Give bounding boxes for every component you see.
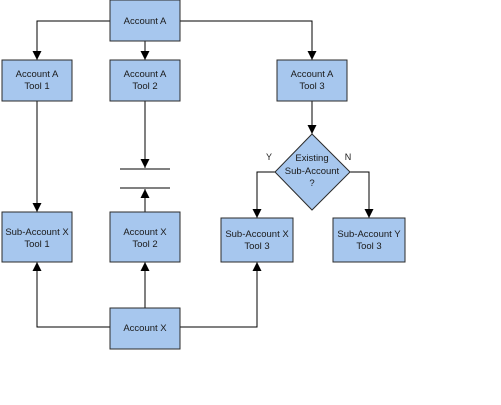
- node-label-line1: Existing: [295, 153, 328, 164]
- node-decision-existing-sub-account: Existing Sub-Account ?: [274, 133, 351, 211]
- node-sub-account-y-tool3: Sub-Account Y Tool 3: [332, 217, 406, 263]
- node-sub-account-x-tool1: Sub-Account X Tool 1: [1, 211, 73, 263]
- node-account-a-tool1: Account A Tool 1: [1, 59, 73, 102]
- node-label-line2: Tool 2: [132, 81, 157, 92]
- edge-a-to-tool3: [180, 20, 317, 60]
- edge-label-no: N: [345, 152, 352, 162]
- node-label-line2: Tool 1: [24, 81, 49, 92]
- edge-label-yes: Y: [266, 152, 272, 162]
- edge-x-to-subx-tool3: [180, 262, 262, 328]
- node-account-x: Account X: [109, 307, 181, 350]
- node-sub-account-x-tool3: Sub-Account X Tool 3: [220, 217, 294, 263]
- node-label: Account X: [123, 323, 167, 334]
- node-label-line1: Account A: [124, 69, 167, 80]
- node-label: Account A: [124, 16, 167, 27]
- node-label-line1: Sub-Account Y: [337, 229, 401, 240]
- connectors: [32, 20, 374, 328]
- node-account-a-tool3: Account A Tool 3: [276, 59, 348, 102]
- break-symbol: [120, 168, 170, 189]
- node-label-line1: Account A: [291, 69, 334, 80]
- node-label-line2: Tool 2: [132, 239, 157, 250]
- node-label-line1: Sub-Account X: [5, 227, 69, 238]
- node-label-line1: Account A: [16, 69, 59, 80]
- node-label-line1: Account X: [123, 227, 167, 238]
- edge-decision-no: [350, 171, 374, 218]
- node-label-line2: Tool 1: [24, 239, 49, 250]
- edge-decision-yes: [252, 171, 275, 218]
- node-label-line3: ?: [309, 178, 314, 189]
- edge-x-to-subx-tool1: [32, 262, 110, 328]
- node-label-line2: Tool 3: [244, 241, 269, 252]
- node-label-line2: Tool 3: [356, 241, 381, 252]
- node-account-a-tool2: Account A Tool 2: [109, 59, 181, 102]
- node-label-line2: Tool 3: [299, 81, 324, 92]
- edge-a-to-tool1: [32, 20, 110, 60]
- node-account-x-tool2: Account X Tool 2: [109, 211, 181, 263]
- node-label-line2: Sub-Account: [285, 166, 340, 177]
- node-account-a: Account A: [109, 0, 181, 42]
- node-label-line1: Sub-Account X: [225, 229, 289, 240]
